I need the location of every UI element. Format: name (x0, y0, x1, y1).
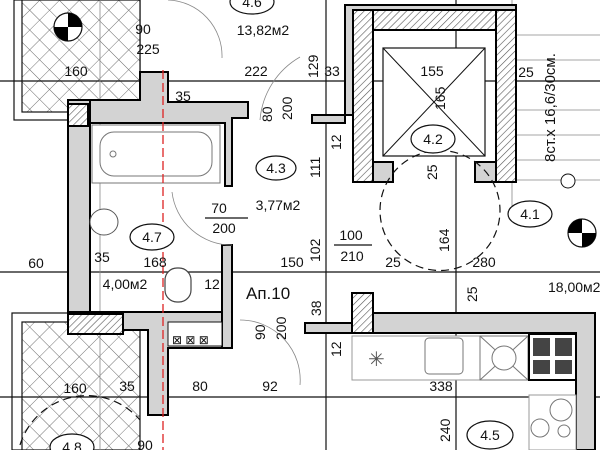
dim-label: 222 (244, 63, 268, 79)
dim-label: 90 (135, 21, 151, 37)
stairs-note: 8ст.x 16,6/30см. (542, 53, 559, 162)
dim-label: 25 (424, 164, 440, 180)
level-marker-icon (53, 12, 83, 42)
dim-label: 225 (136, 41, 160, 57)
dim-label: 70 (211, 200, 227, 216)
room-4-3: 4.3 3,77м2 (255, 155, 301, 213)
dim-label: 200 (273, 316, 289, 340)
dim-label: 25 (464, 286, 480, 302)
dim-label: 160 (63, 380, 87, 396)
balcony-bottom (11, 312, 141, 450)
dim-label: 200 (212, 220, 236, 236)
room-area: 3,77м2 (256, 197, 301, 213)
dim-label: 90 (252, 324, 268, 340)
dim-label: 168 (143, 254, 167, 270)
svg-text:⊠ ⊠ ⊠: ⊠ ⊠ ⊠ (172, 333, 209, 347)
dim-label: 35 (94, 249, 110, 265)
room-4-2: 4.2 (410, 124, 456, 154)
dim-label: 35 (119, 378, 135, 394)
level-marker-icon (567, 218, 597, 248)
dim-label: 90 (137, 437, 153, 450)
toilet (164, 267, 192, 303)
room-area: 18,00м2 (548, 279, 600, 295)
washing-machine-shelf: ⊠ ⊠ ⊠ (167, 321, 223, 347)
dim-label: 155 (420, 63, 444, 79)
dim-label: 12 (328, 341, 344, 357)
dim-label: 164 (436, 228, 452, 252)
room-number: 4.5 (480, 427, 500, 443)
dim-label: 240 (437, 418, 453, 442)
dim-label: 25 (518, 64, 534, 80)
dim-label: 200 (279, 96, 295, 120)
bathtub (91, 124, 221, 184)
dim-label: 80 (192, 378, 208, 394)
dim-label: 210 (340, 248, 364, 264)
dim-label: 150 (280, 254, 304, 270)
apartment-label: Ап.10 (246, 284, 290, 303)
dim-label: 33 (324, 63, 340, 79)
dim-label: 100 (339, 227, 363, 243)
room-number: 4.8 (62, 439, 82, 450)
dim-label: 80 (259, 106, 275, 122)
dim-label: 60 (28, 255, 44, 271)
room-number: 4.2 (423, 131, 443, 147)
room-number: 4.1 (520, 206, 540, 222)
dim-label: 165 (432, 86, 448, 110)
room-4-1: 4.1 18,00м2 (507, 200, 600, 295)
room-area: 13,82м2 (237, 22, 290, 38)
room-4-5: 4.5 (466, 420, 514, 450)
kitchen-counter: ✳ (351, 333, 577, 450)
dim-label: 25 (385, 254, 401, 270)
dim-label: 12 (328, 134, 344, 150)
room-number: 4.7 (142, 229, 162, 245)
dim-label: 111 (307, 157, 323, 178)
room-4-6: 4.6 13,82м2 (229, 0, 290, 38)
dim-label: 35 (175, 88, 191, 104)
svg-text:✳: ✳ (368, 349, 385, 371)
balcony-top (13, 0, 141, 121)
dim-label: 102 (307, 238, 323, 262)
dim-label: 38 (308, 300, 324, 316)
room-4-8: 4.8 (49, 433, 95, 450)
dim-label: 12 (204, 276, 220, 292)
dimension-labels: 90 225 160 222 129 33 155 165 25 35 80 2… (28, 21, 534, 450)
room-4-7: 4.7 4,00м2 (103, 223, 175, 292)
door-swings (19, 0, 501, 446)
dim-label: 280 (472, 254, 496, 270)
dim-label: 160 (64, 63, 88, 79)
dim-label: 92 (262, 378, 278, 394)
dim-label: 129 (305, 54, 321, 78)
room-area: 4,00м2 (103, 276, 148, 292)
washbasin (89, 208, 119, 236)
room-number: 4.6 (242, 0, 262, 10)
dim-label: 338 (429, 378, 453, 394)
room-number: 4.3 (266, 160, 286, 176)
